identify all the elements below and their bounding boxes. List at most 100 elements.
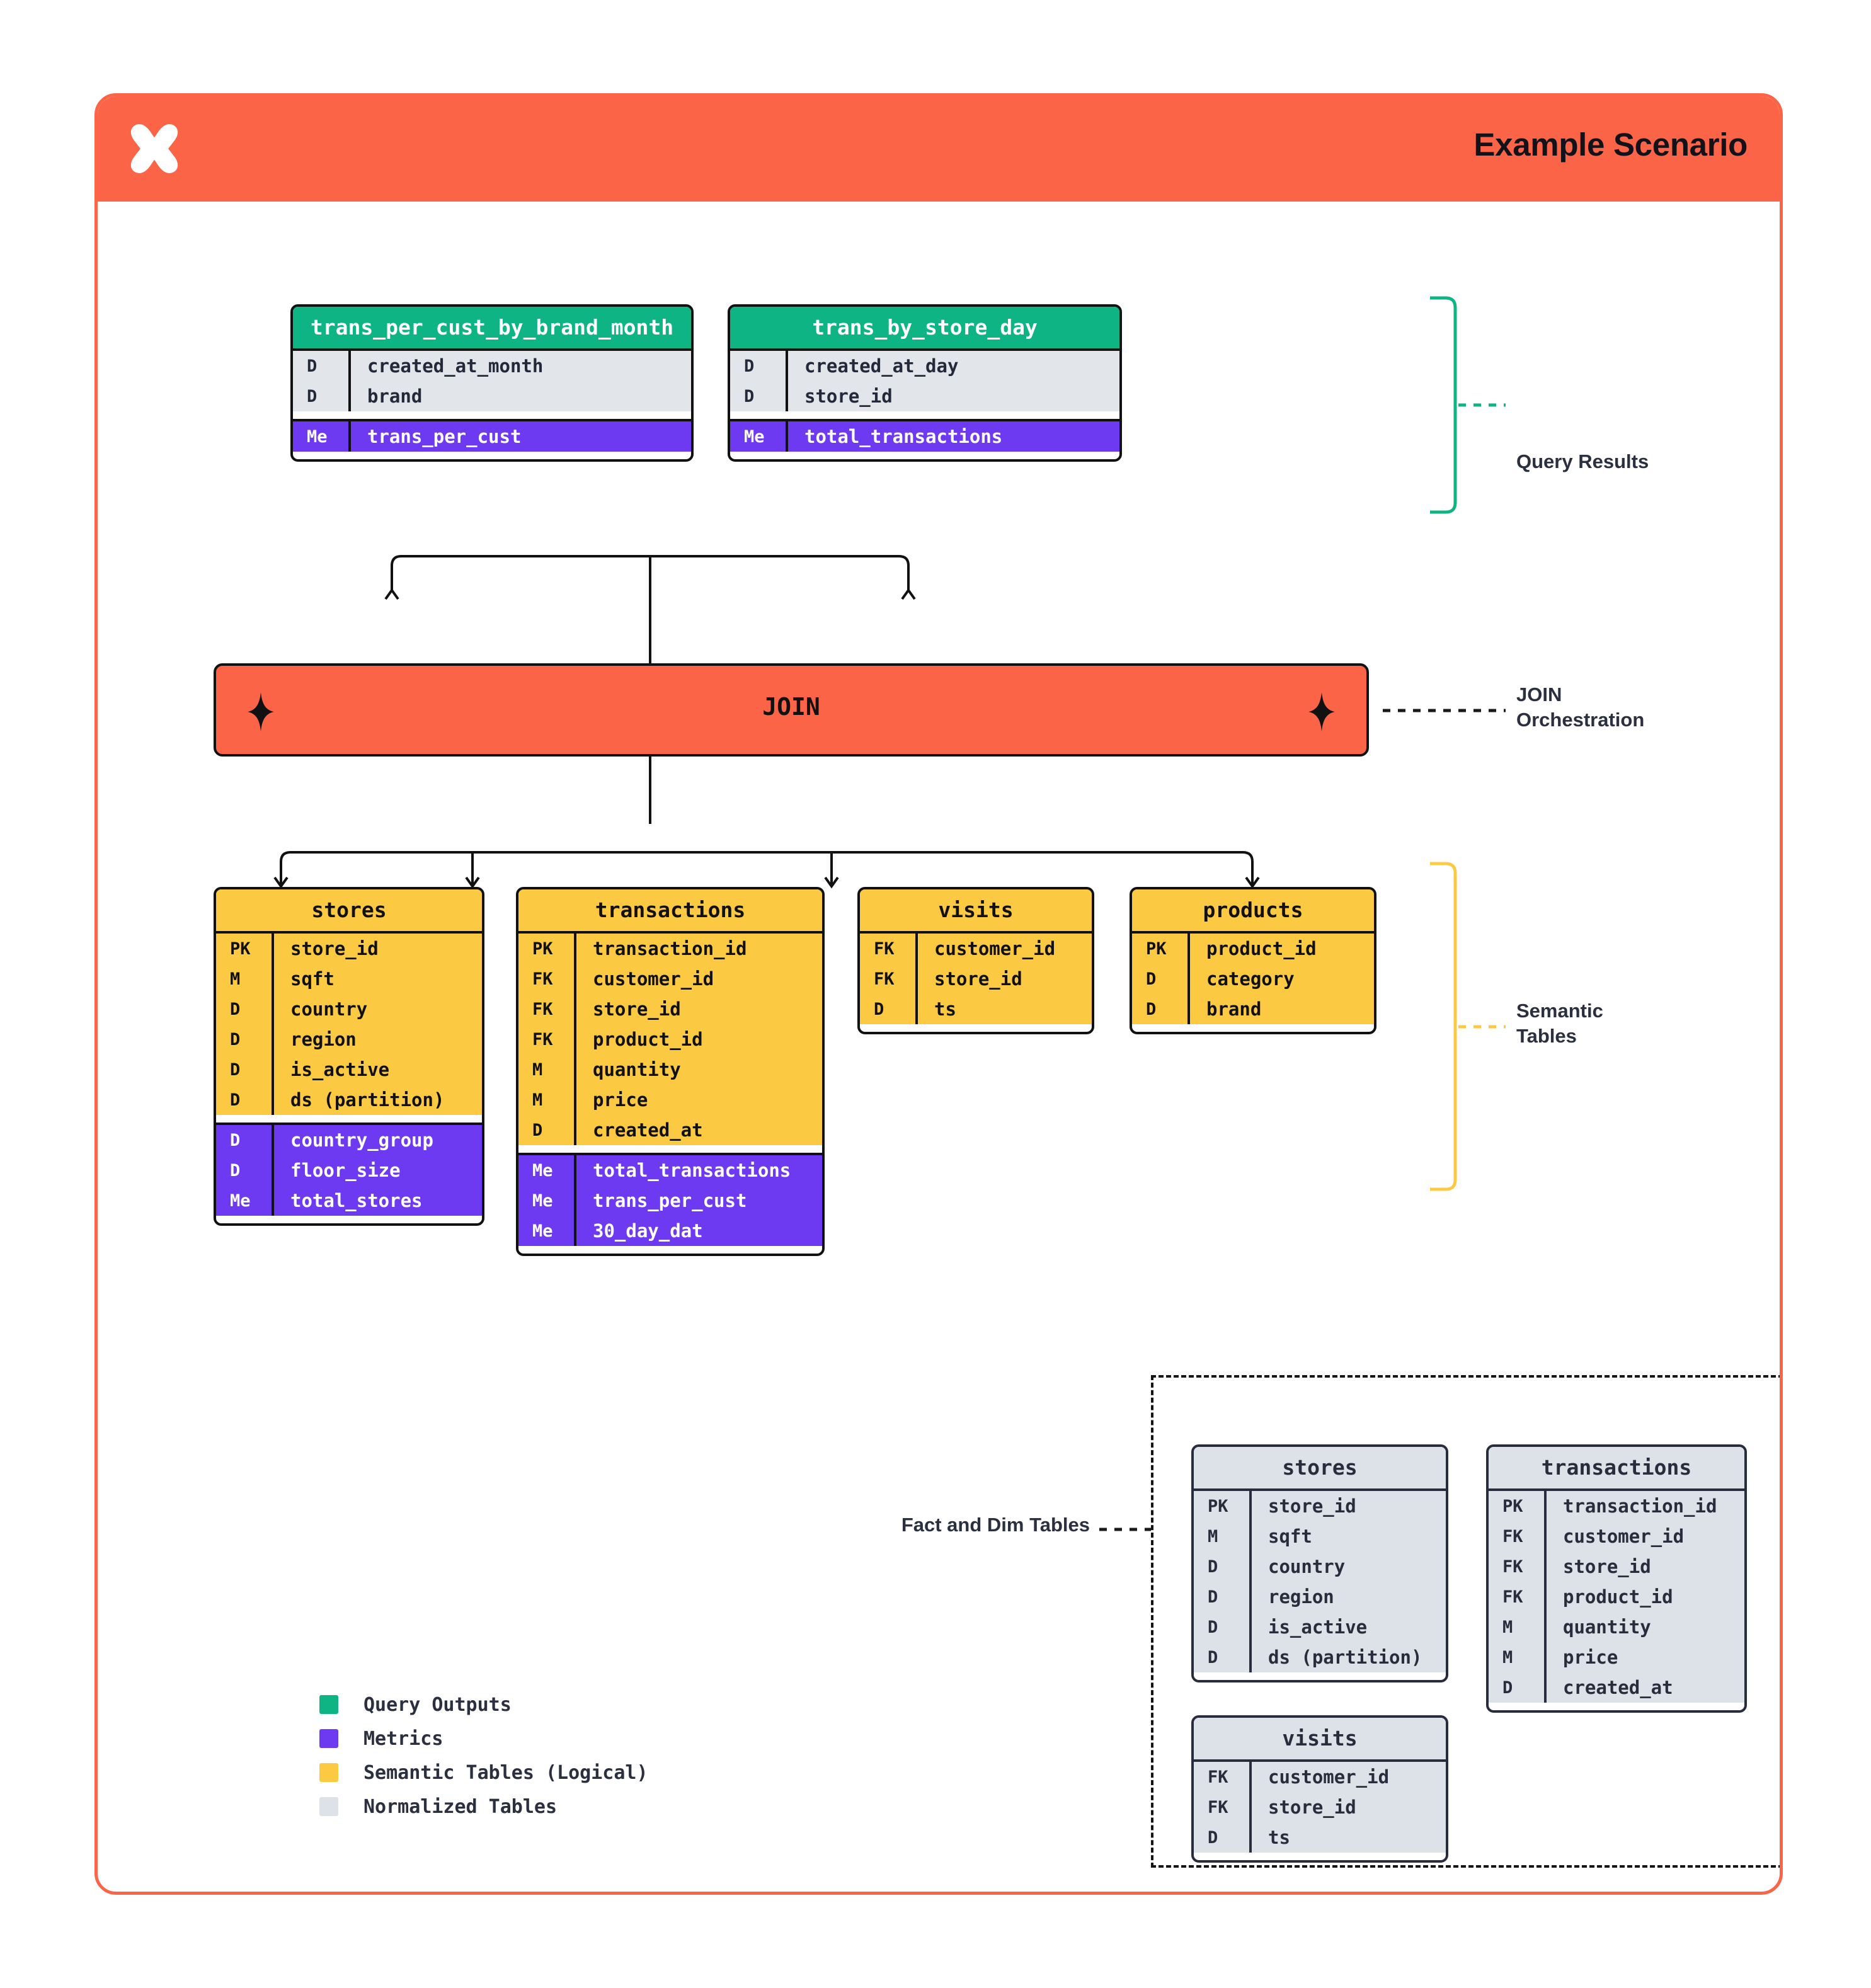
annotation-join-orchestration: JOIN Orchestration xyxy=(1516,682,1644,732)
field-name: ts xyxy=(1268,1827,1290,1848)
field-name: store_id xyxy=(290,938,379,959)
table-row: FK store_id xyxy=(1489,1551,1744,1582)
field-key: Me xyxy=(744,426,765,447)
field-key: D xyxy=(230,999,241,1019)
column-divider xyxy=(915,934,918,1024)
table-title: stores xyxy=(216,889,482,934)
table-row: D created_at_month xyxy=(293,351,691,381)
field-name: transaction_id xyxy=(593,938,747,959)
legend-item: Query Outputs xyxy=(319,1688,648,1722)
field-key: M xyxy=(532,1060,543,1080)
field-key: D xyxy=(307,356,318,376)
column-divider xyxy=(1544,1491,1547,1703)
field-key: D xyxy=(1208,1587,1218,1607)
field-key: FK xyxy=(1502,1526,1523,1546)
column-divider xyxy=(786,421,788,452)
field-name: 30_day_dat xyxy=(593,1220,703,1242)
field-name: transaction_id xyxy=(1563,1495,1717,1517)
field-key: D xyxy=(230,1060,241,1080)
field-key: FK xyxy=(1208,1767,1228,1787)
table-row: PK transaction_id xyxy=(518,934,822,964)
field-key: Me xyxy=(230,1191,251,1211)
field-key: D xyxy=(744,356,755,376)
field-key: PK xyxy=(1208,1496,1228,1516)
scenario-card: Example Scenario xyxy=(94,93,1783,1895)
table-row: D store_id xyxy=(730,381,1119,411)
field-key: FK xyxy=(532,1029,553,1049)
field-name: store_id xyxy=(934,968,1022,990)
field-name: price xyxy=(593,1089,648,1111)
column-divider xyxy=(348,421,351,452)
field-name: store_id xyxy=(1563,1556,1651,1577)
field-name: store_id xyxy=(804,386,893,407)
field-key: D xyxy=(874,999,884,1019)
column-divider xyxy=(272,934,274,1115)
table-title: stores xyxy=(1194,1447,1446,1491)
field-name: ds (partition) xyxy=(290,1089,445,1111)
field-key: M xyxy=(230,969,241,989)
query-results-bracket xyxy=(1430,296,1457,514)
field-key: M xyxy=(532,1090,543,1110)
dimension-section: D created_at_month D brand xyxy=(293,351,691,411)
field-name: quantity xyxy=(1563,1616,1651,1638)
field-name: created_at_month xyxy=(367,355,544,377)
column-divider xyxy=(786,351,788,411)
field-name: store_id xyxy=(1268,1797,1356,1818)
field-key: D xyxy=(1502,1677,1513,1698)
legend-label: Semantic Tables (Logical) xyxy=(363,1761,648,1784)
field-name: total_transactions xyxy=(804,426,1003,447)
column-divider xyxy=(1249,1762,1252,1853)
table-title: visits xyxy=(860,889,1092,934)
annotation-line-2: Orchestration xyxy=(1516,708,1645,731)
legend-label: Normalized Tables xyxy=(363,1795,558,1818)
field-name: product_id xyxy=(1563,1586,1673,1608)
field-name: customer_id xyxy=(934,938,1056,959)
field-key: PK xyxy=(532,939,553,959)
join-orchestration-bar[interactable]: JOIN xyxy=(214,663,1369,757)
field-name: brand xyxy=(1206,998,1262,1020)
field-key: D xyxy=(744,386,755,406)
legend-swatch-metrics xyxy=(319,1729,338,1748)
field-key: D xyxy=(230,1090,241,1110)
table-row: D brand xyxy=(293,381,691,411)
table-row: D created_at_day xyxy=(730,351,1119,381)
metric-section: Me total_transactions xyxy=(730,419,1119,452)
field-key: D xyxy=(532,1120,543,1140)
field-key: FK xyxy=(1502,1557,1523,1577)
legend-item: Metrics xyxy=(319,1722,648,1756)
query-result-node-trans-by-store-day[interactable]: trans_by_store_day D created_at_day D st… xyxy=(728,304,1122,462)
field-key: D xyxy=(307,386,318,406)
field-name: category xyxy=(1206,968,1295,990)
query-result-node-trans-per-cust-by-brand-month[interactable]: trans_per_cust_by_brand_month D created_… xyxy=(290,304,694,462)
field-key: FK xyxy=(1502,1587,1523,1607)
field-name: store_id xyxy=(593,998,681,1020)
field-name: product_id xyxy=(1206,938,1317,959)
field-key: Me xyxy=(532,1191,553,1211)
